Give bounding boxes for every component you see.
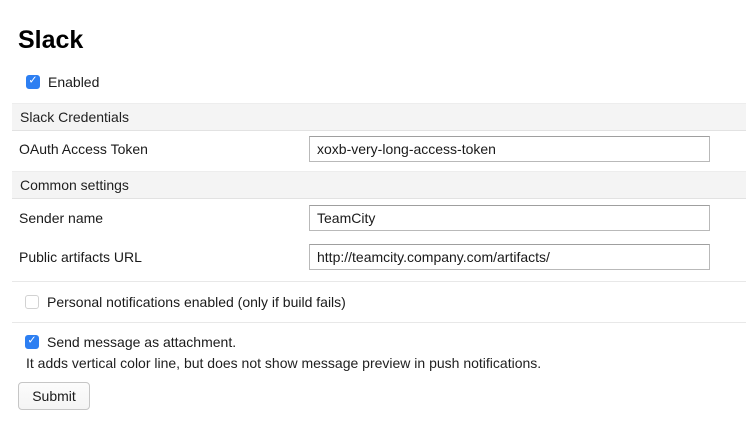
enabled-checkbox-row: ✓ Enabled: [26, 74, 746, 90]
section-title: Common settings: [20, 176, 129, 193]
personal-notifications-checkbox[interactable]: ✓: [25, 294, 39, 309]
send-as-attachment-label[interactable]: Send message as attachment.: [47, 333, 237, 350]
sender-name-field-row: Sender name: [19, 203, 746, 233]
send-as-attachment-row: ✓ Send message as attachment.: [25, 334, 746, 350]
artifacts-url-label: Public artifacts URL: [19, 248, 142, 265]
sender-name-label: Sender name: [19, 209, 104, 226]
oauth-token-input[interactable]: [309, 135, 710, 162]
send-as-attachment-description: It adds vertical color line, but does no…: [26, 354, 542, 371]
sender-name-input[interactable]: [309, 204, 710, 231]
check-icon: ✓: [27, 334, 37, 347]
section-header-common-settings: Common settings: [12, 170, 746, 199]
artifacts-url-input[interactable]: [309, 243, 710, 270]
page-title: Slack: [18, 26, 84, 54]
oauth-token-field-row: OAuth Access Token: [19, 134, 746, 164]
artifacts-url-field-row: Public artifacts URL: [19, 242, 746, 272]
enabled-checkbox[interactable]: ✓: [26, 74, 40, 89]
divider: [12, 321, 746, 323]
section-title: Slack Credentials: [20, 108, 129, 125]
check-icon: ✓: [28, 74, 38, 87]
section-header-slack-credentials: Slack Credentials: [12, 102, 746, 131]
submit-button[interactable]: Submit: [18, 381, 90, 410]
oauth-token-label: OAuth Access Token: [19, 140, 148, 157]
send-as-attachment-checkbox[interactable]: ✓: [25, 334, 39, 349]
enabled-checkbox-label[interactable]: Enabled: [48, 73, 100, 90]
divider: [12, 280, 746, 282]
personal-notifications-row: ✓ Personal notifications enabled (only i…: [25, 294, 746, 310]
personal-notifications-label[interactable]: Personal notifications enabled (only if …: [47, 293, 346, 310]
